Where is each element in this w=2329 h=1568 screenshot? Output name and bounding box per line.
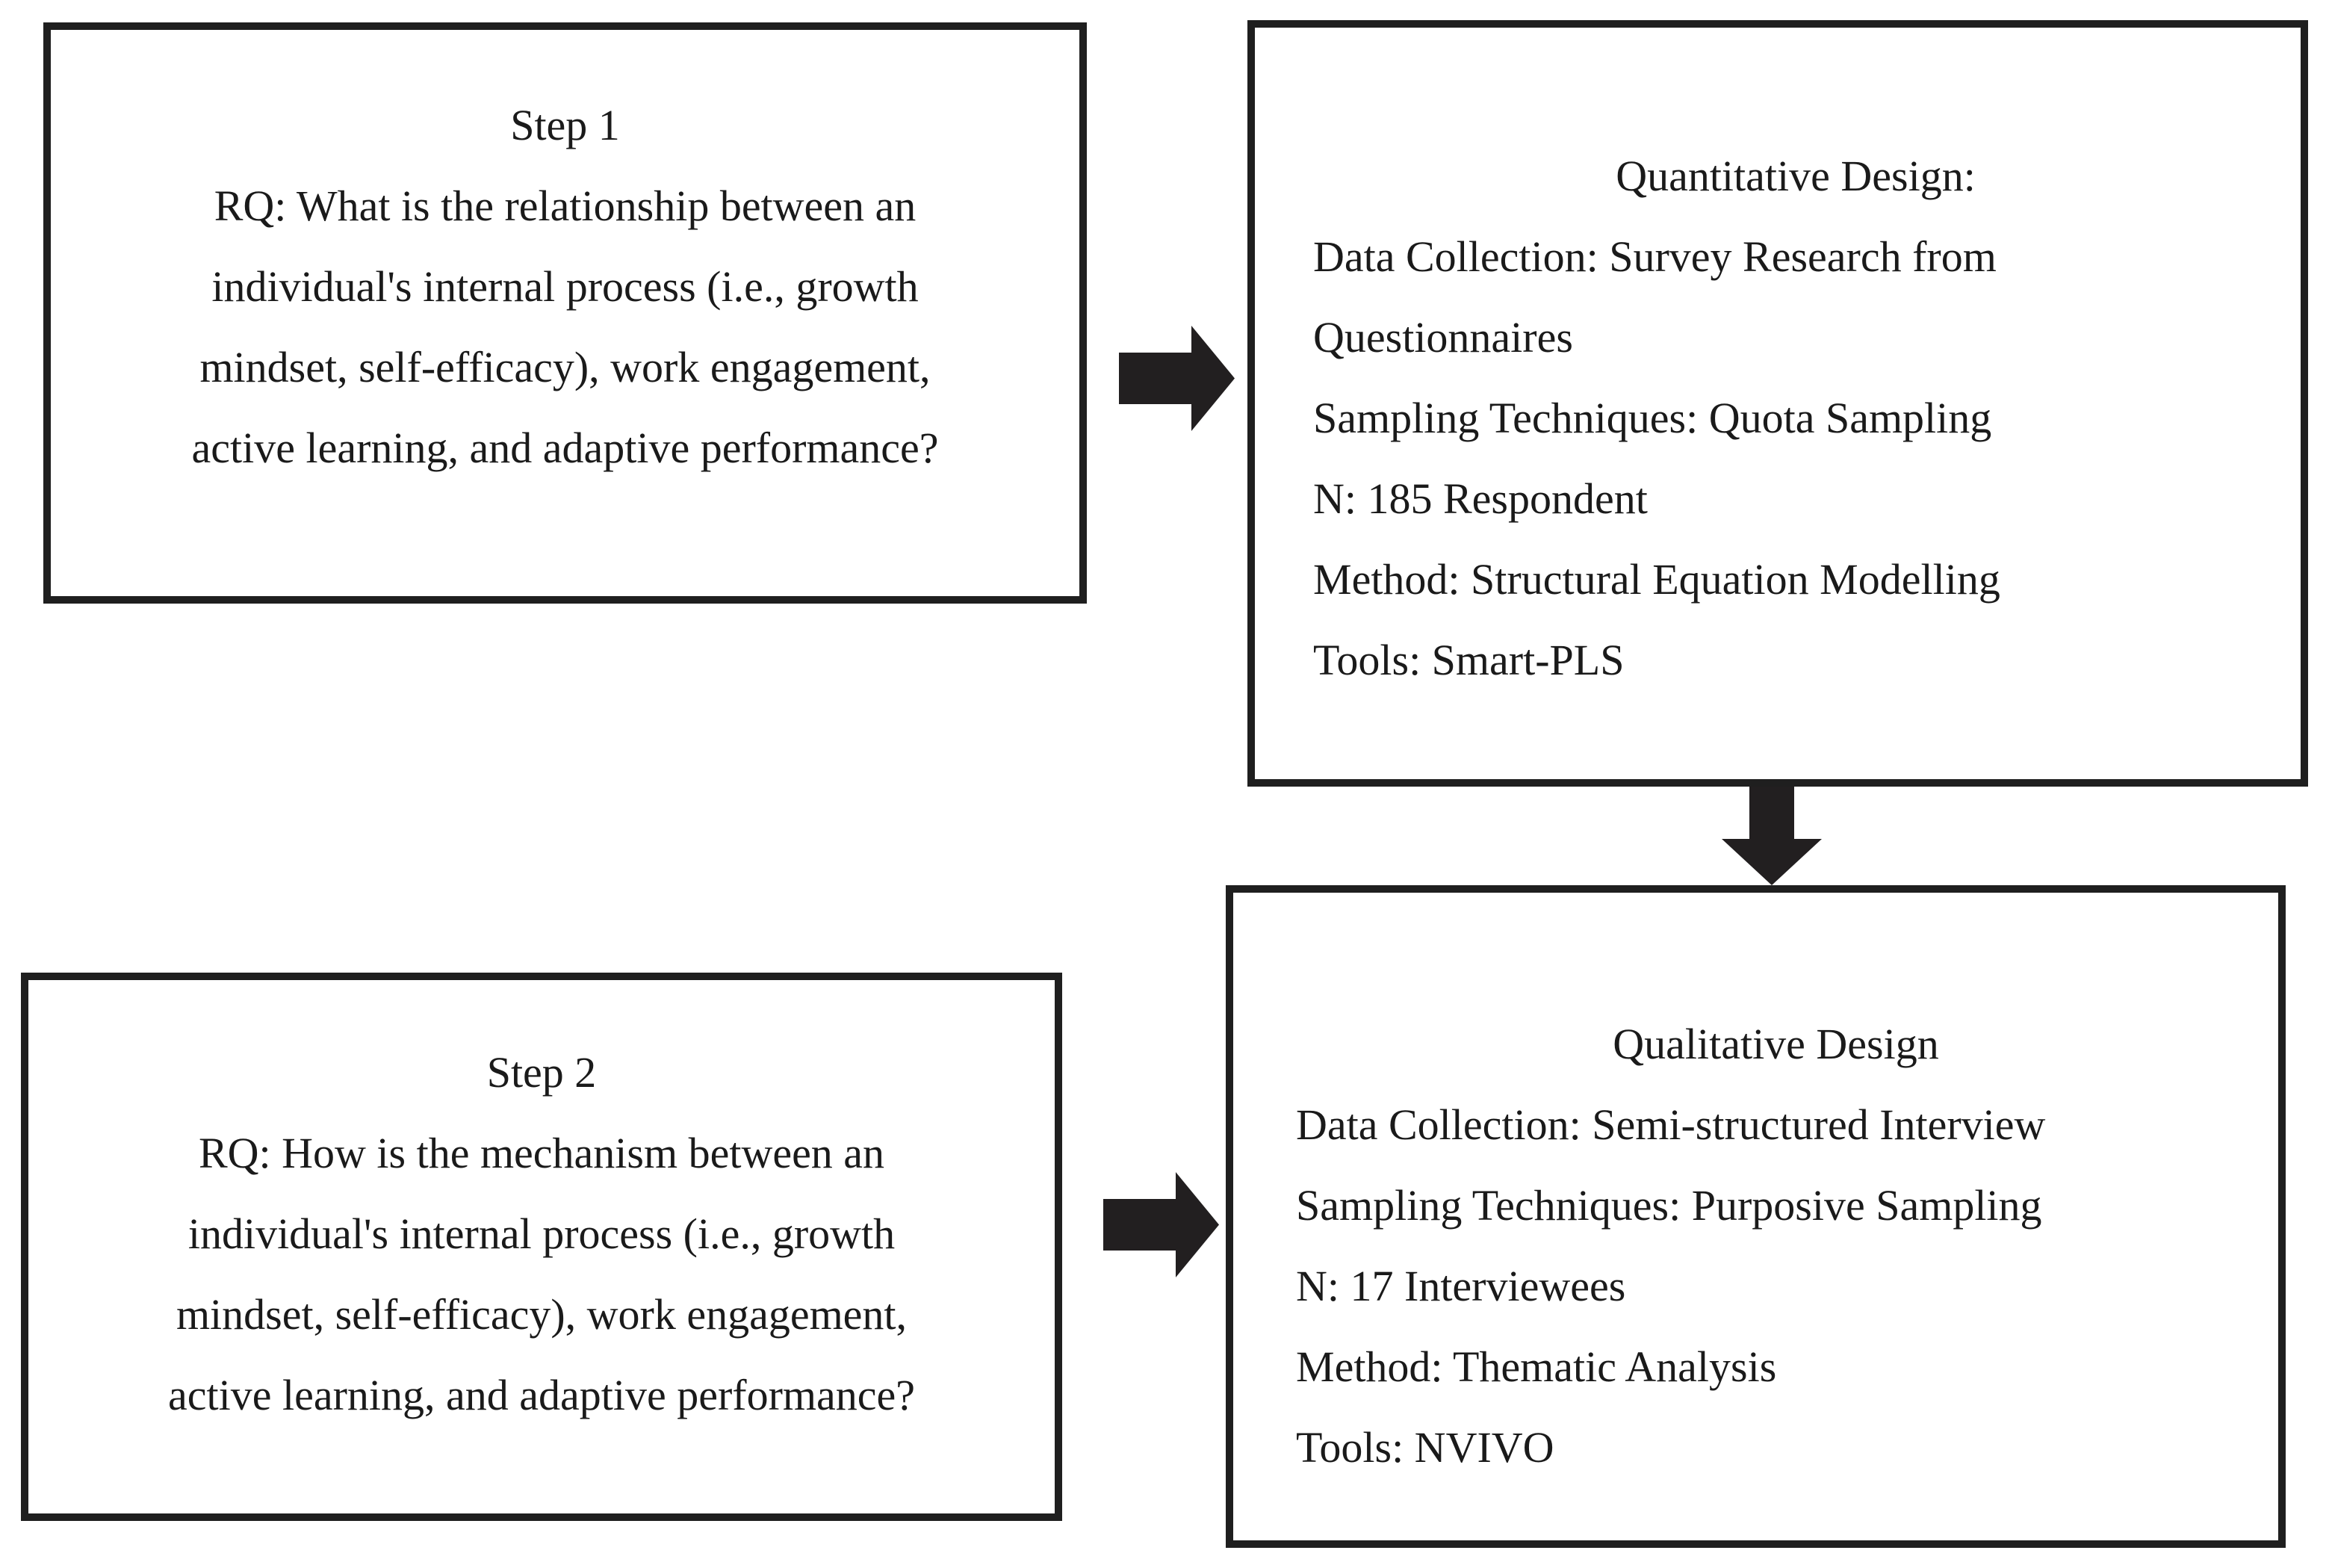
quant-data-collection-line-2: Questionnaires (1313, 313, 1573, 362)
right-arrow-icon (1103, 1172, 1219, 1277)
qual-sampling-techniques: Sampling Techniques: Purposive Sampling (1296, 1180, 2042, 1230)
quant-sample-size: N: 185 Respondent (1313, 474, 1648, 523)
quantitative-design-title: Quantitative Design: (1616, 152, 1976, 200)
down-arrow-icon (1722, 787, 1822, 885)
step1-question-line-1: RQ: What is the relationship between an (214, 182, 917, 230)
step2-question-line-2: individual's internal process (i.e., gro… (187, 1209, 896, 1258)
step2-question-line-4: active learning, and adaptive performanc… (168, 1371, 915, 1419)
step2-question-line-1: RQ: How is the mechanism between an (198, 1129, 885, 1177)
quantitative-design-box: Quantitative Design: Data Collection: Su… (1247, 20, 2308, 787)
qual-data-collection: Data Collection: Semi-structured Intervi… (1296, 1100, 2046, 1149)
step1-question-line-4: active learning, and adaptive performanc… (191, 424, 939, 472)
quant-data-collection-line-1: Data Collection: Survey Research from (1313, 232, 1997, 281)
step1-heading: Step 1 (510, 101, 620, 149)
step2-heading: Step 2 (486, 1048, 597, 1097)
qualitative-design-title: Qualitative Design (1613, 1019, 1939, 1068)
qual-method: Method: Thematic Analysis (1296, 1342, 1777, 1391)
step1-question-line-2: individual's internal process (i.e., gro… (211, 262, 919, 311)
step1-question-line-3: mindset, self-efficacy), work engagement… (199, 343, 931, 391)
step1-box: Step 1 RQ: What is the relationship betw… (43, 22, 1087, 604)
qual-tools: Tools: NVIVO (1296, 1422, 1554, 1472)
step2-question-line-3: mindset, self-efficacy), work engagement… (176, 1290, 908, 1339)
quant-sampling-techniques: Sampling Techniques: Quota Sampling (1313, 394, 1992, 442)
qual-sample-size: N: 17 Interviewees (1296, 1261, 1626, 1310)
quant-method: Method: Structural Equation Modelling (1313, 555, 2000, 604)
quant-tools: Tools: Smart-PLS (1313, 636, 1625, 684)
qualitative-design-box: Qualitative Design Data Collection: Semi… (1226, 885, 2286, 1548)
step2-box: Step 2 RQ: How is the mechanism between … (21, 973, 1062, 1521)
right-arrow-icon (1119, 326, 1235, 431)
